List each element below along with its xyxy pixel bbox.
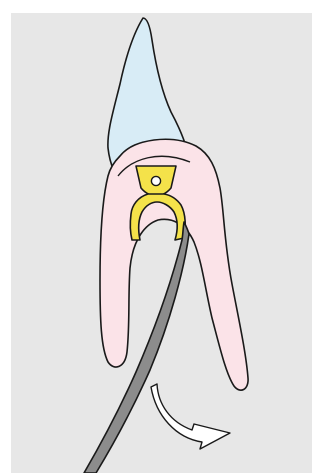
curved-direction-arrow-icon	[151, 384, 230, 449]
clamp-hole	[151, 176, 160, 185]
